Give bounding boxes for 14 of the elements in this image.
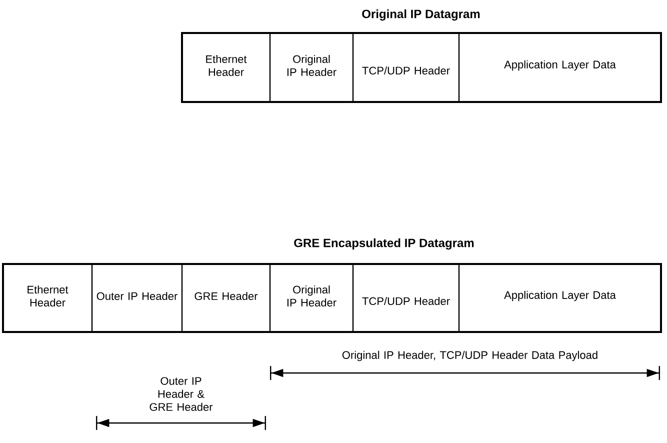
- header-field: TCP/UDP Header: [362, 33, 460, 102]
- span-label: Outer IP Header & GRE Header: [150, 377, 213, 411]
- node-label: Original IP Datagram: [362, 9, 480, 21]
- header-field: Ethernet Header: [28, 264, 93, 332]
- span-label: Original IP Header, TCP/UDP Header Data Payload: [342, 350, 598, 362]
- header-field: GRE Header: [194, 264, 271, 332]
- header-field: Application Layer Data: [504, 60, 616, 71]
- header-field: TCP/UDP Header: [362, 264, 460, 332]
- header-field: Ethernet Header: [206, 33, 271, 102]
- header-field: Original IP Header: [287, 264, 354, 332]
- node-label: GRE Encapsulated IP Datagram: [294, 238, 474, 250]
- header-field: Application Layer Data: [504, 290, 616, 302]
- header-field: Original IP Header: [287, 33, 354, 102]
- header-field: Outer IP Header: [96, 264, 183, 332]
